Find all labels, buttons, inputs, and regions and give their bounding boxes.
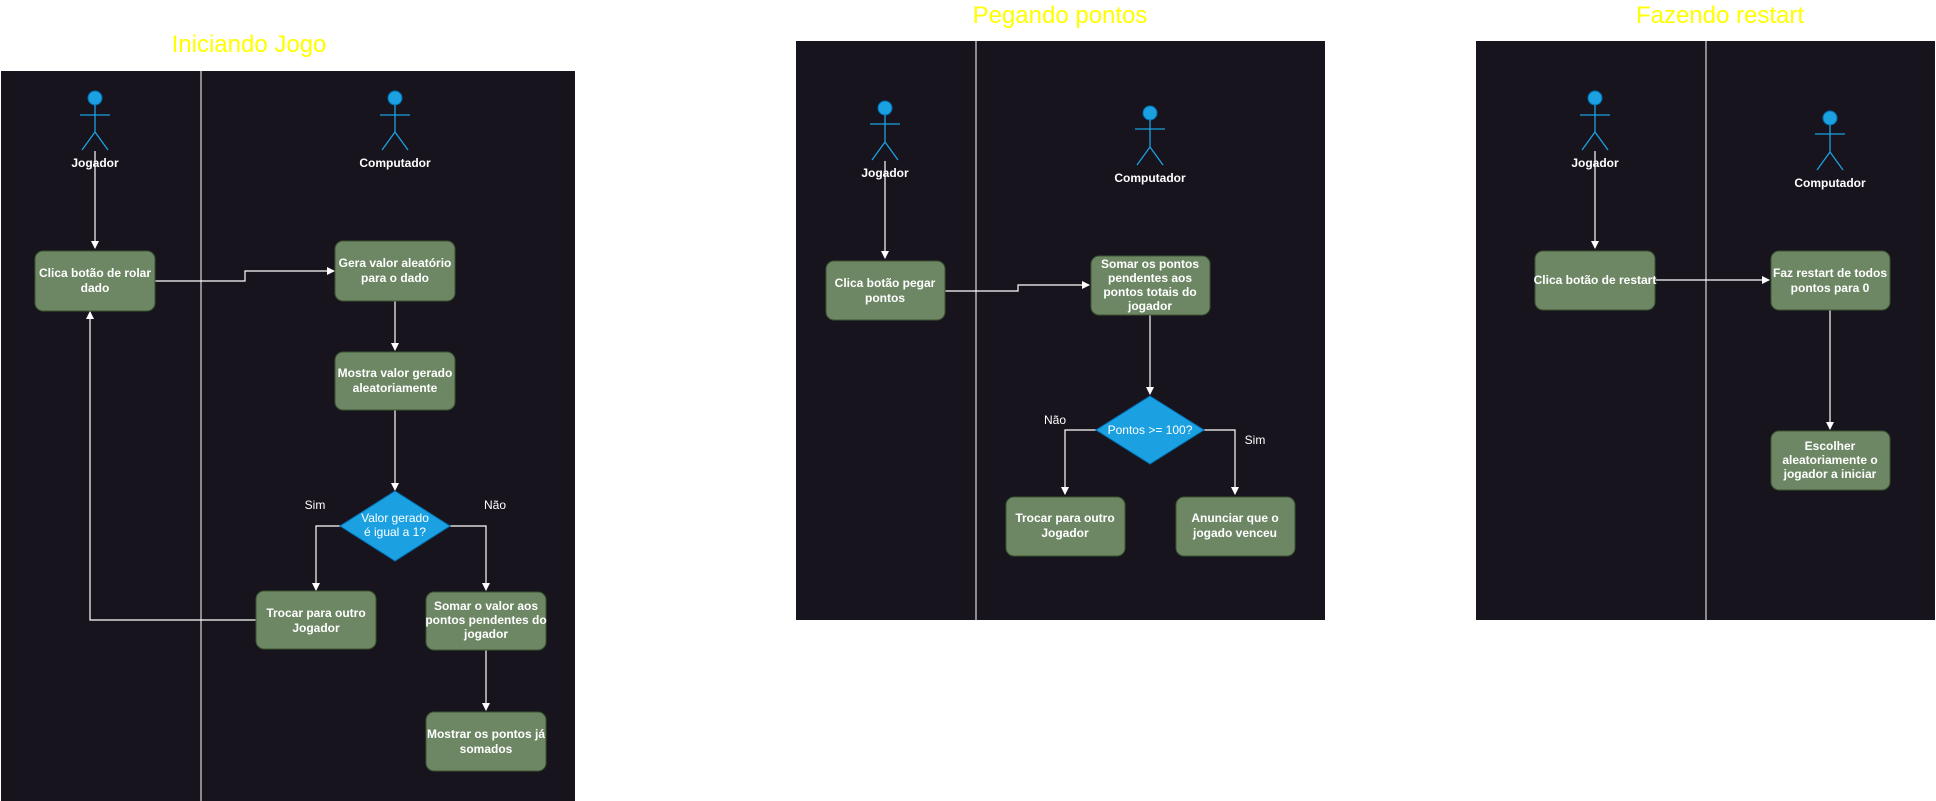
node-escolher-jogador-iniciar[interactable]: Escolher aleatoriamente o jogador a inic… xyxy=(1770,430,1891,491)
edge-label-nao: Não xyxy=(484,498,506,512)
node-faz-restart-pontos[interactable]: Faz restart de todos pontos para 0 xyxy=(1770,250,1891,311)
node-mostra-valor-gerado[interactable]: Mostra valor gerado aleatoriamente xyxy=(334,351,456,411)
svg-text:Gera valor aleatório: Gera valor aleatório xyxy=(339,256,452,270)
edge-clica-to-gera xyxy=(155,267,335,282)
actor-computador: Computador xyxy=(359,90,431,170)
svg-text:Somar os pontos: Somar os pontos xyxy=(1101,257,1199,271)
edge-decision-nao xyxy=(449,525,490,591)
svg-text:Mostrar os pontos já: Mostrar os pontos já xyxy=(427,727,545,741)
actor-label: Computador xyxy=(1794,176,1866,190)
node-trocar-jogador[interactable]: Trocar para outro Jogador xyxy=(1005,496,1126,557)
diagram-title: Fazendo restart xyxy=(1636,2,1804,29)
actor-icon xyxy=(387,90,403,106)
svg-text:Escolher: Escolher xyxy=(1805,439,1856,453)
diagram-title: Iniciando Jogo xyxy=(172,31,327,58)
svg-text:Anunciar que o: Anunciar que o xyxy=(1191,511,1278,525)
svg-text:jogador a iniciar: jogador a iniciar xyxy=(1783,467,1877,481)
edge-decision-nao xyxy=(1061,429,1097,495)
svg-text:Mostra valor gerado: Mostra valor gerado xyxy=(338,366,453,380)
svg-text:Faz restart de todos: Faz restart de todos xyxy=(1773,266,1887,280)
svg-text:jogador: jogador xyxy=(1127,299,1172,313)
svg-text:dado: dado xyxy=(81,281,110,295)
actor-label: Computador xyxy=(1114,171,1186,185)
swimlane-panel xyxy=(1,71,575,801)
decision-valor-igual-1[interactable]: Valor gerado é igual a 1? xyxy=(339,490,451,562)
decision-pontos-100[interactable]: Pontos >= 100? xyxy=(1095,395,1205,465)
svg-text:jogador: jogador xyxy=(463,627,508,641)
node-clica-botao-pegar-pontos[interactable]: Clica botão pegar pontos xyxy=(825,260,946,321)
actor-icon xyxy=(1822,110,1838,126)
svg-text:Trocar para outro: Trocar para outro xyxy=(1015,511,1114,525)
diagram-fazendo-restart: Fazendo restart Jogador Computador Clica… xyxy=(1476,2,1935,620)
actor-label: Computador xyxy=(359,156,431,170)
actor-icon xyxy=(1142,105,1158,121)
svg-text:pontos: pontos xyxy=(865,291,905,305)
edge-decision-sim xyxy=(312,525,341,591)
svg-text:jogado venceu: jogado venceu xyxy=(1192,526,1277,540)
svg-text:Clica botão de rolar: Clica botão de rolar xyxy=(39,266,151,280)
actor-computador: Computador xyxy=(1794,110,1866,190)
diagram-iniciando-jogo: Iniciando Jogo Jogador Computador Sim Nã… xyxy=(1,31,575,801)
svg-text:Clica botão pegar: Clica botão pegar xyxy=(835,276,936,290)
actor-icon xyxy=(87,90,103,106)
svg-text:Somar o valor aos: Somar o valor aos xyxy=(434,599,538,613)
svg-text:para o dado: para o dado xyxy=(361,271,429,285)
svg-text:Trocar para outro: Trocar para outro xyxy=(266,606,365,620)
svg-text:Jogador: Jogador xyxy=(1041,526,1089,540)
svg-text:Clica botão de restart: Clica botão de restart xyxy=(1534,273,1657,287)
node-somar-pontos-pendentes[interactable]: Somar os pontos pendentes aos pontos tot… xyxy=(1090,255,1211,316)
diagram-title: Pegando pontos xyxy=(973,2,1148,29)
svg-text:é igual a 1?: é igual a 1? xyxy=(364,525,426,539)
actor-computador: Computador xyxy=(1114,105,1186,185)
svg-text:aleatoriamente o: aleatoriamente o xyxy=(1782,453,1877,467)
actor-icon xyxy=(877,100,893,116)
svg-text:somados: somados xyxy=(460,742,513,756)
edge-clica-to-somar xyxy=(945,281,1090,292)
svg-text:aleatoriamente: aleatoriamente xyxy=(353,381,438,395)
edge-label-sim: Sim xyxy=(1245,433,1266,447)
svg-text:Jogador: Jogador xyxy=(292,621,340,635)
edge-label-nao: Não xyxy=(1044,413,1066,427)
node-gera-valor-aleatorio[interactable]: Gera valor aleatório para o dado xyxy=(334,240,456,302)
node-somar-valor[interactable]: Somar o valor aos pontos pendentes do jo… xyxy=(425,591,547,651)
svg-text:Valor gerado: Valor gerado xyxy=(361,511,429,525)
node-mostrar-pontos-somados[interactable]: Mostrar os pontos já somados xyxy=(425,711,547,772)
node-trocar-jogador[interactable]: Trocar para outro Jogador xyxy=(255,590,377,650)
node-clica-botao-restart[interactable]: Clica botão de restart xyxy=(1534,250,1657,311)
svg-text:pendentes aos: pendentes aos xyxy=(1108,271,1192,285)
node-anunciar-vencedor[interactable]: Anunciar que o jogado venceu xyxy=(1175,496,1296,557)
edge-decision-sim xyxy=(1203,429,1239,495)
svg-text:pontos pendentes do: pontos pendentes do xyxy=(425,613,546,627)
svg-text:Pontos >= 100?: Pontos >= 100? xyxy=(1108,423,1193,437)
edge-trocar-to-clica xyxy=(86,311,256,621)
actor-icon xyxy=(1587,90,1603,106)
svg-text:pontos para 0: pontos para 0 xyxy=(1791,281,1870,295)
diagram-pegando-pontos: Pegando pontos Jogador Computador Não Si… xyxy=(796,2,1325,620)
node-clica-botao-rolar-dado[interactable]: Clica botão de rolar dado xyxy=(34,250,156,312)
edge-label-sim: Sim xyxy=(305,498,326,512)
svg-text:pontos totais do: pontos totais do xyxy=(1103,285,1196,299)
